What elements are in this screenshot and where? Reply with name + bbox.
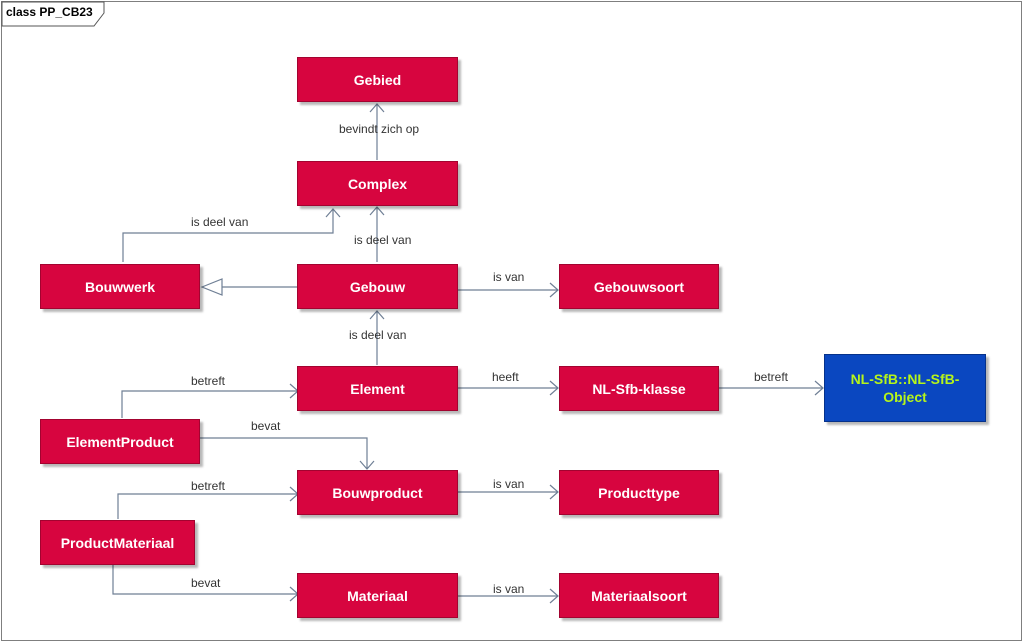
label-complex-gebied: bevindt zich op [339, 122, 420, 136]
connector-productmateriaal-bouwproduct [117, 493, 298, 519]
label-klasse-object: betreft [754, 370, 789, 384]
arrowhead-gebouwsoort [549, 282, 559, 298]
label-element-gebouw: is deel van [349, 328, 407, 342]
class-element[interactable]: Element [297, 366, 458, 411]
label-productmateriaal-bouwproduct: betreft [191, 479, 226, 493]
class-materiaalsoort[interactable]: Materiaalsoort [559, 573, 719, 618]
arrowhead-gebouw [369, 310, 385, 320]
class-nl-sfb-klasse[interactable]: NL-Sfb-klasse [559, 366, 719, 411]
arrowhead-object [814, 380, 824, 396]
connector-elementproduct-bouwproduct [200, 437, 368, 469]
label-element-klasse: heeft [492, 370, 519, 384]
label-gebouw-complex: is deel van [354, 233, 412, 247]
class-bouwwerk[interactable]: Bouwwerk [40, 264, 200, 309]
class-productmateriaal[interactable]: ProductMateriaal [40, 520, 195, 565]
arrowhead-complex [369, 206, 385, 216]
connector-elementproduct-element [121, 390, 298, 418]
class-gebied[interactable]: Gebied [297, 57, 458, 102]
class-elementproduct[interactable]: ElementProduct [40, 419, 200, 464]
label-elementproduct-element: betreft [191, 374, 226, 388]
label-elementproduct-bouwproduct: bevat [251, 419, 281, 433]
label-materiaal-materiaalsoort: is van [493, 582, 525, 596]
arrowhead-producttype [549, 484, 559, 500]
arrowhead-klasse [549, 380, 559, 396]
class-producttype[interactable]: Producttype [559, 470, 719, 515]
class-gebouw[interactable]: Gebouw [297, 264, 458, 309]
label-gebouw-gebouwsoort: is van [493, 270, 525, 284]
arrowhead-bouwproduct-top [359, 460, 375, 470]
frame-title: class PP_CB23 [6, 5, 93, 19]
arrowhead-materiaalsoort [549, 588, 559, 604]
class-nl-sfb-object[interactable]: NL-SfB::NL-SfB-Object [824, 354, 986, 422]
label-bouwproduct-producttype: is van [493, 477, 525, 491]
connector-productmateriaal-materiaal [112, 565, 298, 595]
generalization-arrowhead [200, 278, 223, 296]
label-bouwwerk-complex: is deel van [191, 215, 249, 229]
frame-tab [1, 1, 105, 27]
class-bouwproduct[interactable]: Bouwproduct [297, 470, 458, 515]
class-complex[interactable]: Complex [297, 161, 458, 206]
class-gebouwsoort[interactable]: Gebouwsoort [559, 264, 719, 309]
class-materiaal[interactable]: Materiaal [297, 573, 458, 618]
arrowhead-gebied [369, 103, 385, 113]
label-productmateriaal-materiaal: bevat [191, 576, 221, 590]
arrowhead-complex-left [325, 208, 341, 218]
connector-bouwwerk-complex [122, 209, 334, 262]
